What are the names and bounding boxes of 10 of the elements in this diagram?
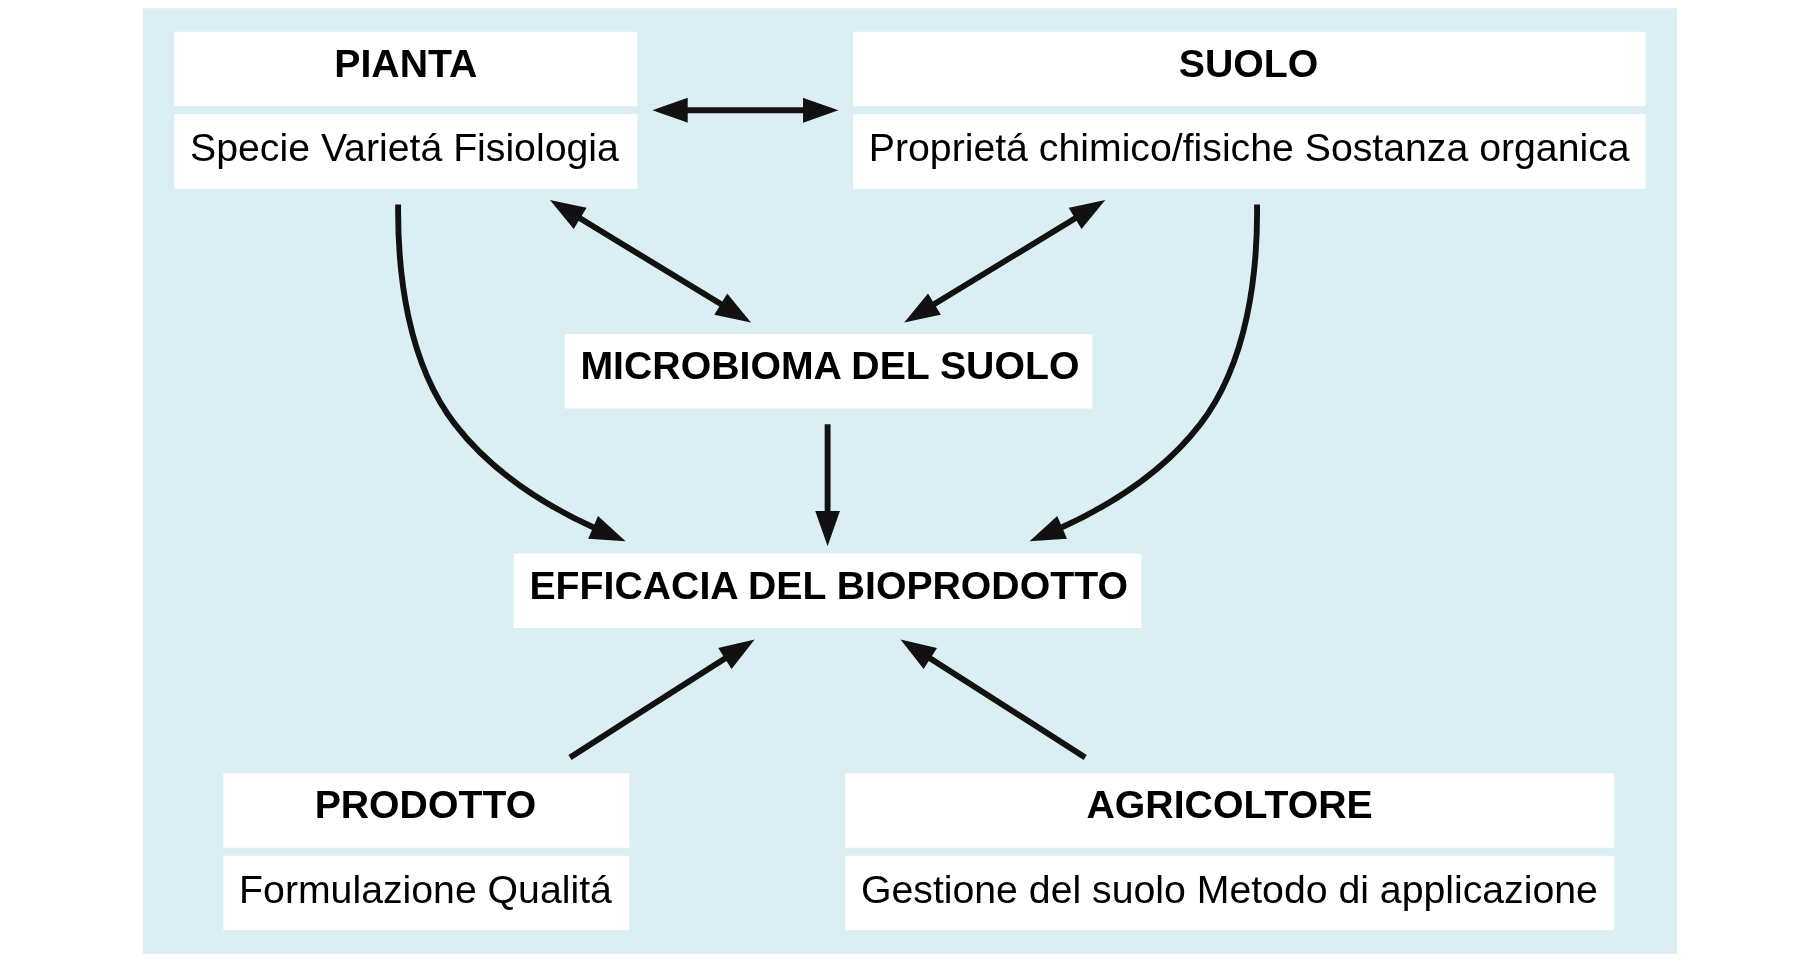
arrow xyxy=(568,639,755,760)
node-box: EFFICACIA DEL BIOPRODOTTO xyxy=(513,553,1142,629)
arrow xyxy=(1029,204,1260,542)
node-box: MICROBIOMA DEL SUOLO xyxy=(564,333,1093,409)
arrow xyxy=(815,424,840,547)
arrow xyxy=(652,97,839,123)
arrow xyxy=(549,200,751,323)
arrow xyxy=(900,639,1087,760)
arrow xyxy=(395,204,626,542)
arrow xyxy=(904,200,1106,323)
